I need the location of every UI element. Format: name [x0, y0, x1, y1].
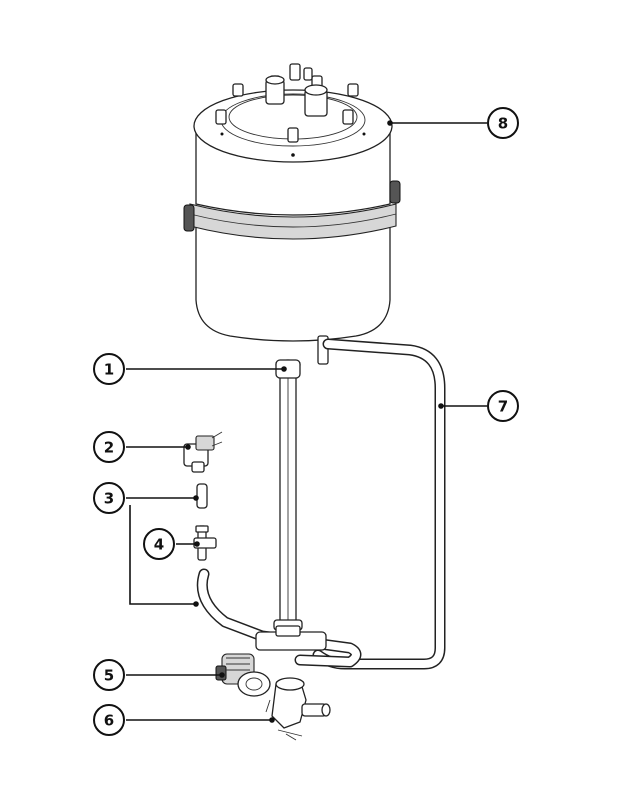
leader-dot-1 [281, 366, 287, 372]
callout-6: 6 [93, 704, 125, 736]
fill-valve-part-2 [183, 431, 223, 473]
callout-7-label: 7 [498, 398, 508, 416]
leader-dot-3a [193, 495, 199, 501]
callout-2: 2 [93, 431, 125, 463]
drain-pump-part-5 [215, 653, 271, 697]
standpipe-part-1 [273, 359, 303, 631]
leader-dot-3b [193, 601, 199, 607]
leader-dot-6 [269, 717, 275, 723]
leader-line-3b [129, 505, 196, 605]
pump-housing-part-6 [265, 677, 331, 741]
leader-dot-5 [219, 672, 225, 678]
steam-hose-part-7 [312, 338, 446, 670]
callout-4-label: 4 [154, 536, 164, 554]
callout-1-label: 1 [104, 361, 114, 379]
callout-1: 1 [93, 353, 125, 385]
callout-8-label: 8 [498, 115, 508, 133]
callout-3-label: 3 [104, 490, 114, 508]
leader-lines [126, 120, 487, 723]
callout-2-label: 2 [104, 439, 114, 457]
leader-dot-7 [438, 403, 444, 409]
callout-7: 7 [487, 390, 519, 422]
callout-6-label: 6 [104, 712, 114, 730]
fill-hose-part-3 [196, 483, 362, 668]
steam-cylinder-part-8 [183, 63, 401, 365]
callout-4: 4 [143, 528, 175, 560]
leader-dot-4 [194, 541, 200, 547]
callout-3: 3 [93, 482, 125, 514]
leader-dot-2 [185, 444, 191, 450]
callout-5-label: 5 [104, 667, 114, 685]
callout-8: 8 [487, 107, 519, 139]
leader-dot-8 [387, 120, 393, 126]
callout-5: 5 [93, 659, 125, 691]
